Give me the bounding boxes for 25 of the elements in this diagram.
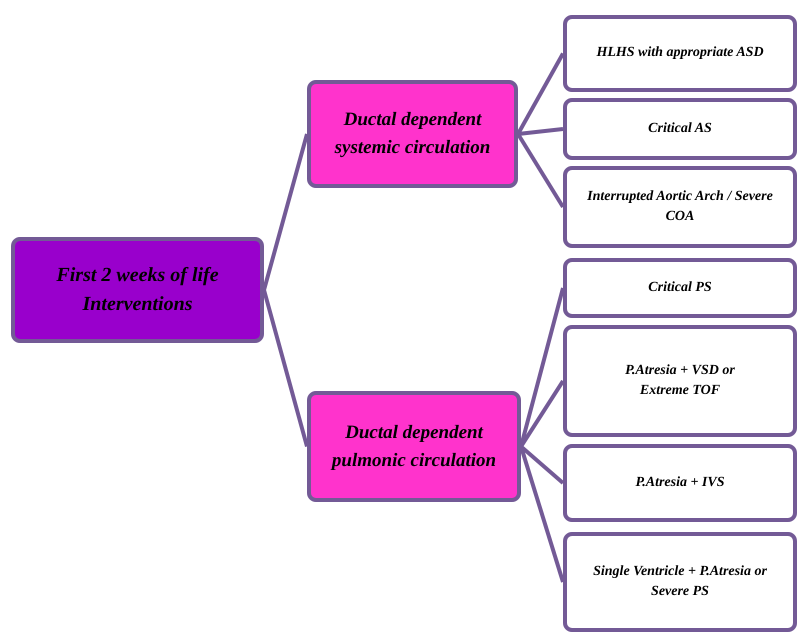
connector-line [518,127,564,136]
category-box [307,80,518,188]
category-box [307,391,521,502]
node-label: Ductal dependent pulmonic circulation [330,420,498,472]
node-label: Critical AS [648,120,712,138]
condition-box [563,98,797,160]
condition-box [563,444,797,522]
node-label: Ductal dependent systemic circulation [334,108,492,160]
condition-box [563,532,797,632]
node-label: HLHS with appropriate ASD [596,44,764,62]
connector-line [262,289,309,448]
condition-box [563,325,797,437]
condition-box [563,258,797,318]
node-label: P.Atresia + IVS [635,474,725,492]
node-label: Critical PS [648,278,712,297]
connector-line [516,52,565,135]
condition-box [563,166,797,248]
node-label: P.Atresia + VSD or Extreme TOF [624,362,736,400]
root-box [11,237,264,343]
node-label: Interrupted Aortic Arch / Severe COA [586,188,774,226]
condition-box [563,15,797,92]
connector-line [262,133,309,291]
node-label: First 2 weeks of life Interventions [55,263,220,317]
connector-line [516,132,565,208]
node-label: Single Ventricle + P.Atresia or Severe PS [592,562,768,601]
